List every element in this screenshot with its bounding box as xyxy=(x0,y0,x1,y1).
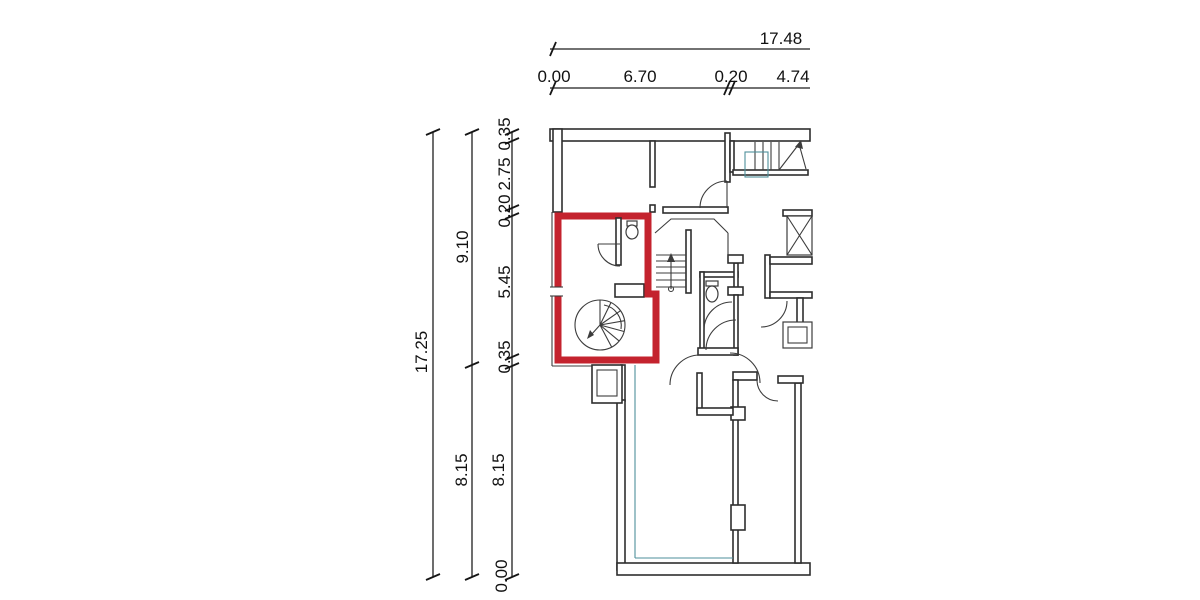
straight-staircase xyxy=(656,253,686,293)
floor-plan xyxy=(549,128,813,576)
spiral-staircase xyxy=(574,299,626,351)
top-dimension-chain: 17.48 0.00 6.70 0.20 4.74 xyxy=(537,29,810,96)
interior-walls xyxy=(614,132,813,564)
dim-seg-1-label: 6.70 xyxy=(623,67,656,86)
dim-seg-3-label: 4.74 xyxy=(776,67,809,86)
main-staircase xyxy=(732,140,809,178)
exterior-walls xyxy=(549,128,811,576)
dim-inner-4-label: 0.35 xyxy=(495,340,514,373)
dim-inner-1-label: 2.75 xyxy=(495,157,514,190)
toilet-icon xyxy=(625,224,639,240)
corridor-toilet xyxy=(705,280,719,303)
dim-seg-0-label: 0.00 xyxy=(537,67,570,86)
dim-mid-0-label: 9.10 xyxy=(453,230,472,263)
highlighted-room xyxy=(550,212,660,364)
dim-inner-2-label: 0.20 xyxy=(495,194,514,227)
left-dimension-chain: 17.25 9.10 8.15 0.35 2.75 0.20 5.45 0.35… xyxy=(412,117,520,593)
dim-inner-0-label: 0.35 xyxy=(495,117,514,150)
dim-left-total-label: 17.25 xyxy=(412,331,431,374)
dim-total-width-label: 17.48 xyxy=(760,29,803,48)
dim-seg-2-label: 0.20 xyxy=(714,67,747,86)
dim-inner-3-label: 5.45 xyxy=(495,265,514,298)
dim-mid-1-label: 8.15 xyxy=(452,453,471,486)
wc-compartment xyxy=(597,217,639,267)
highlighted-room-outline xyxy=(554,212,660,364)
service-shaft xyxy=(782,321,813,349)
door-arcs xyxy=(669,180,788,402)
dim-inner-5-label: 8.15 xyxy=(489,453,508,486)
dim-inner-6-label: 0.00 xyxy=(492,559,511,592)
elevator-shaft xyxy=(769,209,813,265)
